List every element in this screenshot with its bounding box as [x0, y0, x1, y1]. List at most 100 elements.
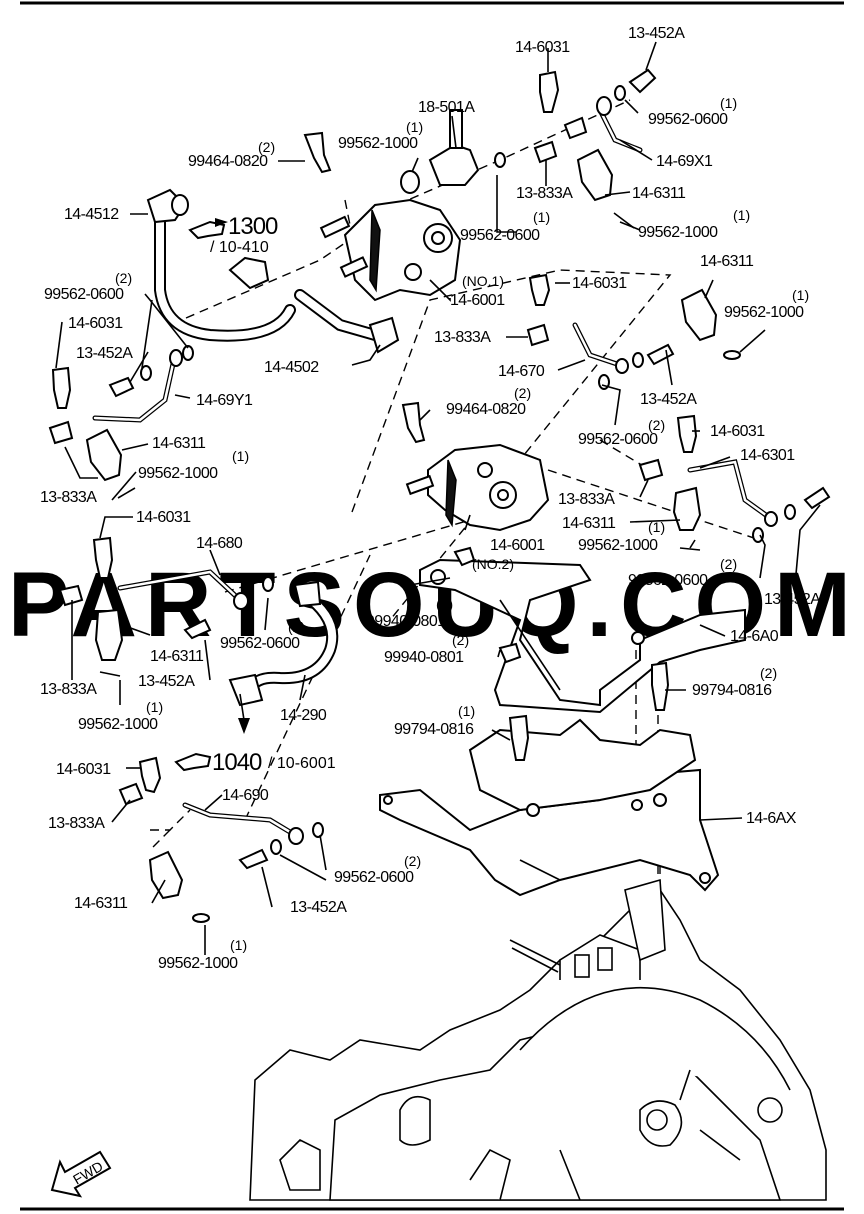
callout-part: 99562-0600: [220, 635, 300, 652]
callout-qty: (2): [648, 417, 665, 433]
ref-arrow-1040: [238, 718, 250, 734]
callout-qty: (2): [404, 853, 421, 869]
callout-part: 99562-1000: [724, 304, 804, 321]
callout-qty: (2): [720, 556, 737, 572]
leader-lines: [55, 41, 821, 955]
section-ref-main[interactable]: 1040: [212, 749, 263, 776]
callout-part: 99940-0801: [366, 613, 446, 630]
pipe-14-69Y1: [92, 349, 183, 423]
callout-qty: (1): [406, 119, 423, 135]
callout-qty: (2): [514, 385, 531, 401]
callout-qty: (1): [720, 95, 737, 111]
callout-qty: (2): [258, 139, 275, 155]
solenoid-valve-no2: [405, 443, 550, 532]
callout-part: 14-6031: [56, 761, 111, 778]
callout-part: 13-833A: [516, 185, 573, 202]
callout-part: 99562-1000: [78, 716, 158, 733]
engine-block-drawing: [249, 878, 827, 1201]
callout-part: 99940-0801: [384, 649, 464, 666]
callout-part: 99562-1000: [158, 955, 238, 972]
pipe-14-680: [117, 569, 249, 610]
callout-part: 99464-0820: [188, 153, 268, 170]
callout-part: 99562-0600: [460, 227, 540, 244]
callout-part: 14-6001: [490, 537, 545, 554]
callout-part: 99562-1000: [638, 224, 718, 241]
callout-part: 14-680: [196, 535, 243, 552]
callout-part: 14-6311: [74, 895, 128, 912]
sensors-14-6311: [85, 148, 718, 900]
callout-part: 99562-0600: [578, 431, 658, 448]
solenoid-valve-no1: [319, 198, 462, 302]
callout-qty: (2): [760, 665, 777, 681]
callout-part: 14-6031: [136, 509, 191, 526]
callout-part: 14-6031: [572, 275, 627, 292]
callout-part: 99562-0600: [334, 869, 414, 886]
callout-part: 14-6031: [68, 315, 123, 332]
callout-part: 13-833A: [48, 815, 105, 832]
clips-13-833A: [48, 116, 664, 806]
callout-qty: (1): [458, 703, 475, 719]
callout-part: 99464-0820: [446, 401, 526, 418]
callout-part: 14-69Y1: [196, 392, 253, 409]
callout-qty: (1): [648, 519, 665, 535]
callout-part: 14-6301: [740, 447, 795, 464]
section-ref-sub[interactable]: / 10-410: [210, 239, 269, 256]
callout-part: 14-690: [222, 787, 269, 804]
callout-part: 14-6AX: [746, 810, 797, 827]
callout-qty: (1): [230, 937, 247, 953]
hose-14-290: [228, 580, 339, 707]
callout-part: 14-6311: [700, 253, 754, 270]
washers: [99, 85, 796, 923]
ref-arrow-1300: [215, 218, 228, 227]
callout-part: 14-6311: [152, 435, 206, 452]
fwd-arrow-icon: FWD: [50, 1150, 112, 1198]
callout-part: 14-6A0: [730, 628, 779, 645]
callout-part: 99794-0816: [692, 682, 772, 699]
callout-part: 99562-1000: [578, 537, 658, 554]
callout-qty: (2): [452, 632, 469, 648]
pipe-14-6301: [687, 459, 778, 527]
hose-14-4502: [228, 256, 400, 354]
callout-part: 13-833A: [434, 329, 491, 346]
callout-part: 14-6311: [632, 185, 686, 202]
callout-part: 13-452A: [138, 673, 195, 690]
callout-part: 14-6001: [450, 292, 505, 309]
callout-part: 13-452A: [764, 591, 821, 608]
callout-qty: (1): [792, 287, 809, 303]
callout-part: 13-833A: [558, 491, 615, 508]
callout-qty: (1): [533, 209, 550, 225]
callout-part: 14-69X1: [656, 153, 713, 170]
callout-qty: (1): [146, 699, 163, 715]
callout-part: 18-501A: [418, 99, 475, 116]
section-ref-sub[interactable]: / 10-6001: [268, 755, 336, 772]
callout-part: 99562-0600: [648, 111, 728, 128]
callout-qty: (1): [232, 448, 249, 464]
callout-qty: (2): [288, 619, 305, 635]
callout-part: 99562-1000: [138, 465, 218, 482]
bracket-14-6AX: [379, 718, 720, 897]
callout-part: 14-290: [280, 707, 327, 724]
callout-part: 99562-1000: [338, 135, 418, 152]
callout-part: 14-670: [498, 363, 545, 380]
callout-qty: (2): [115, 270, 132, 286]
callout-part: 14-4502: [264, 359, 319, 376]
bolts: [51, 68, 831, 870]
callout-qty: (1): [436, 596, 453, 612]
callout-part: 13-452A: [628, 25, 685, 42]
callout-part: 14-6031: [710, 423, 765, 440]
callout-part: 13-452A: [290, 899, 347, 916]
section-ref-main[interactable]: 1300: [228, 213, 279, 240]
callout-part: 99562-0600: [44, 286, 124, 303]
callout-part: 99794-0816: [394, 721, 474, 738]
callout-labels: 14-6031 13-452A (1) 99562-0600 18-501A (…: [40, 25, 822, 972]
callout-part: 99562-0600: [628, 572, 708, 589]
pipe-14-690: [182, 802, 304, 845]
callout-part: 13-833A: [40, 489, 97, 506]
callout-part: 14-6311: [150, 648, 204, 665]
bracket-14-6A0: [419, 558, 746, 714]
callout-qty: (NO.1): [462, 273, 504, 289]
hose-14-4512: [146, 188, 296, 342]
callout-part: 13-452A: [76, 345, 133, 362]
pipe-14-670: [572, 322, 629, 374]
